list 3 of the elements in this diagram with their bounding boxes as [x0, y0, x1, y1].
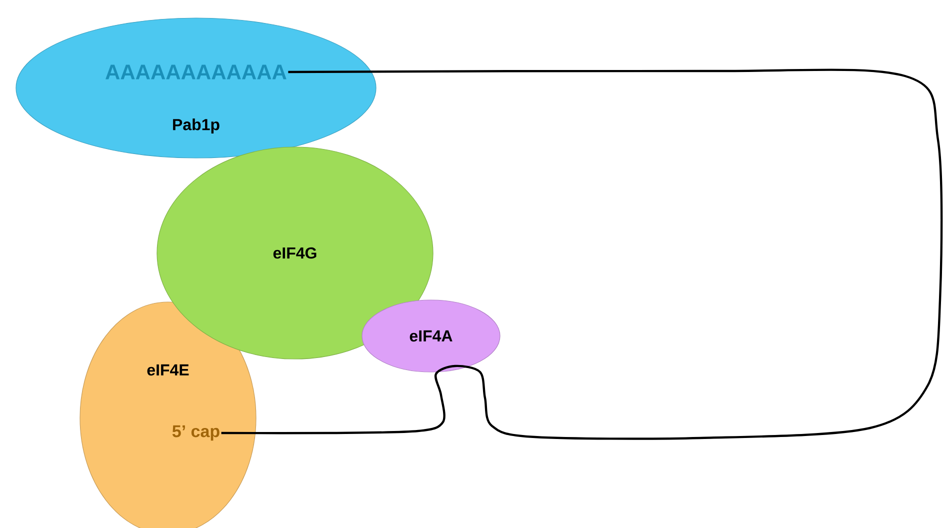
cap-label: 5’ cap [172, 425, 220, 441]
poly-a-tail-label: AAAAAAAAAAAA [106, 64, 286, 80]
mrna-strand [221, 68, 943, 440]
